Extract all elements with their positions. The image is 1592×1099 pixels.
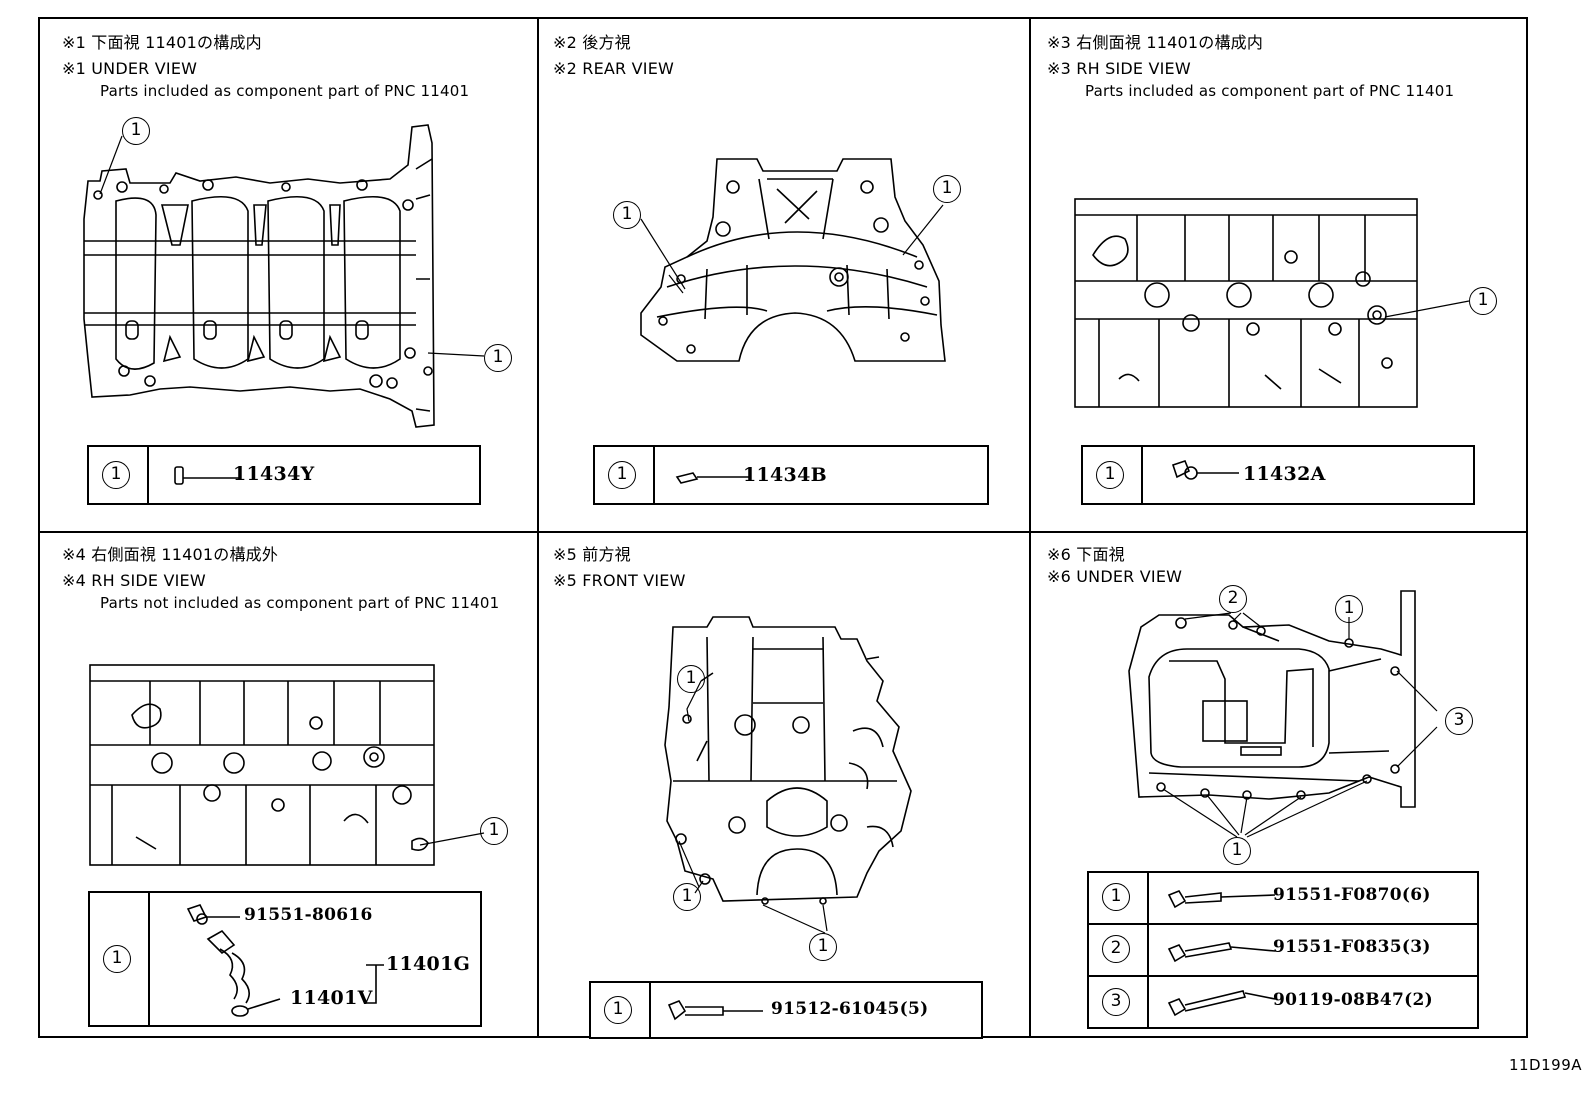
engine-block-front-view-drawing [664, 616, 912, 934]
parts-table: 1 11432A [1081, 445, 1475, 505]
row-separator [1089, 975, 1477, 977]
callout-marker: 3 [1445, 707, 1473, 735]
callout-marker: 1 [480, 817, 508, 845]
parts-table: 1 91551-F0870(6) 2 91551-F0835(3) 3 9011… [1087, 871, 1479, 1029]
panel-front-view: ※5 前方視 ※5 FRONT VIEW 1 1 1 1 [537, 531, 1029, 1039]
parts-diagram-sheet: ※1 下面視 11401の構成内 ※1 UNDER VIEW Parts inc… [38, 17, 1528, 1039]
part-number: 11434B [743, 464, 827, 486]
callout-marker: 1 [484, 344, 512, 372]
panel-title-en: ※2 REAR VIEW [553, 59, 675, 78]
parts-table-row: 1 91551-F0870(6) [1089, 873, 1477, 923]
part-number: 91551-80616 [244, 905, 373, 925]
callout-marker: 1 [809, 933, 837, 961]
parts-table: 1 91551-80616 11401V 11401G [88, 891, 482, 1027]
index-marker: 1 [604, 996, 632, 1024]
flange-bolt-icon [1167, 890, 1275, 909]
part-number: 91551-F0870(6) [1273, 885, 1431, 905]
column-divider [1029, 19, 1031, 1036]
part-number: 91551-F0835(3) [1273, 937, 1431, 957]
index-column [1089, 873, 1149, 1027]
document-id: 11D199A [1508, 1056, 1582, 1074]
part-number: 11434Y [233, 463, 315, 485]
panel-note: Parts not included as component part of … [100, 594, 500, 612]
hollow-dowel-pin-icon [174, 466, 239, 485]
parts-table: 1 91512-61045(5) [589, 981, 983, 1039]
callout-marker: 1 [1223, 837, 1251, 865]
index-marker: 2 [1102, 935, 1130, 963]
engine-block-under-view-drawing [83, 124, 485, 428]
callout-marker: 1 [933, 175, 961, 203]
panel-title-jp: ※3 右側面視 11401の構成内 [1047, 33, 1264, 52]
panel-title-en: ※4 RH SIDE VIEW [62, 571, 206, 590]
index-cell: 1 [89, 447, 149, 503]
flange-bolt-long-icon [1167, 942, 1275, 963]
callout-marker: 1 [673, 883, 701, 911]
engine-block-rh-side-drawing [89, 664, 485, 866]
panel-under-view-6: ※6 下面視 ※6 UNDER VIEW 2 1 3 1 1 [1029, 531, 1528, 1038]
part-number: 11401V [290, 987, 373, 1009]
panel-title-jp: ※4 右側面視 11401の構成外 [62, 545, 279, 564]
part-number: 91512-61045(5) [771, 999, 929, 1019]
column-divider [537, 19, 539, 1036]
index-cell: 1 [1083, 447, 1143, 503]
panel-rh-side-view-not-included: ※4 右側面視 11401の構成外 ※4 RH SIDE VIEW Parts … [40, 531, 537, 1038]
index-cell: 1 [595, 447, 655, 503]
union-plug-icon [1171, 460, 1239, 480]
parts-table-row: 3 90119-08B47(2) [1089, 977, 1477, 1029]
straight-pin-icon [675, 472, 751, 484]
part-number: 90119-08B47(2) [1273, 990, 1433, 1010]
index-marker: 1 [102, 461, 130, 489]
panel-title-jp: ※6 下面視 [1047, 545, 1125, 564]
callout-marker: 2 [1219, 585, 1247, 613]
stud-bolt-icon [1167, 990, 1275, 1017]
panel-note: Parts included as component part of PNC … [100, 82, 470, 100]
panel-title-en: ※3 RH SIDE VIEW [1047, 59, 1191, 78]
parts-table-row: 2 91551-F0835(3) [1089, 925, 1477, 975]
panel-title-jp: ※1 下面視 11401の構成内 [62, 33, 262, 52]
oil-pan-under-view-drawing [1128, 590, 1438, 838]
parts-table: 1 11434Y [87, 445, 481, 505]
flange-bolt-icon [667, 1000, 763, 1021]
engine-block-rh-side-drawing [1074, 198, 1470, 408]
callout-marker: 1 [613, 201, 641, 229]
panel-rear-view: ※2 後方視 ※2 REAR VIEW 1 1 1 11434B [537, 19, 1029, 531]
panel-title-jp: ※2 後方視 [553, 33, 631, 52]
panel-title-en: ※1 UNDER VIEW [62, 59, 198, 78]
engine-block-rear-view-drawing [640, 158, 946, 362]
panel-title-en: ※6 UNDER VIEW [1047, 567, 1183, 586]
index-marker: 1 [1096, 461, 1124, 489]
panel-title-en: ※5 FRONT VIEW [553, 571, 686, 590]
panel-rh-side-view-included: ※3 右側面視 11401の構成内 ※3 RH SIDE VIEW Parts … [1029, 19, 1528, 531]
part-number: 11432A [1243, 463, 1326, 485]
row-separator [1089, 923, 1477, 925]
index-marker: 1 [103, 945, 131, 973]
panel-title-jp: ※5 前方視 [553, 545, 631, 564]
part-number: 11401G [386, 953, 471, 975]
index-marker: 3 [1102, 988, 1130, 1016]
index-marker: 1 [1102, 883, 1130, 911]
oil-control-valve-assembly-icon [186, 904, 384, 1017]
callout-marker: 1 [122, 117, 150, 145]
row-divider [40, 531, 1526, 533]
callout-marker: 1 [677, 665, 705, 693]
index-cell: 1 [90, 893, 150, 1025]
panel-under-view-1: ※1 下面視 11401の構成内 ※1 UNDER VIEW Parts inc… [40, 19, 537, 531]
panel-note: Parts included as component part of PNC … [1085, 82, 1455, 100]
index-cell: 1 [591, 983, 651, 1037]
callout-marker: 1 [1469, 287, 1497, 315]
callout-marker: 1 [1335, 595, 1363, 623]
index-marker: 1 [608, 461, 636, 489]
parts-table: 1 11434B [593, 445, 989, 505]
